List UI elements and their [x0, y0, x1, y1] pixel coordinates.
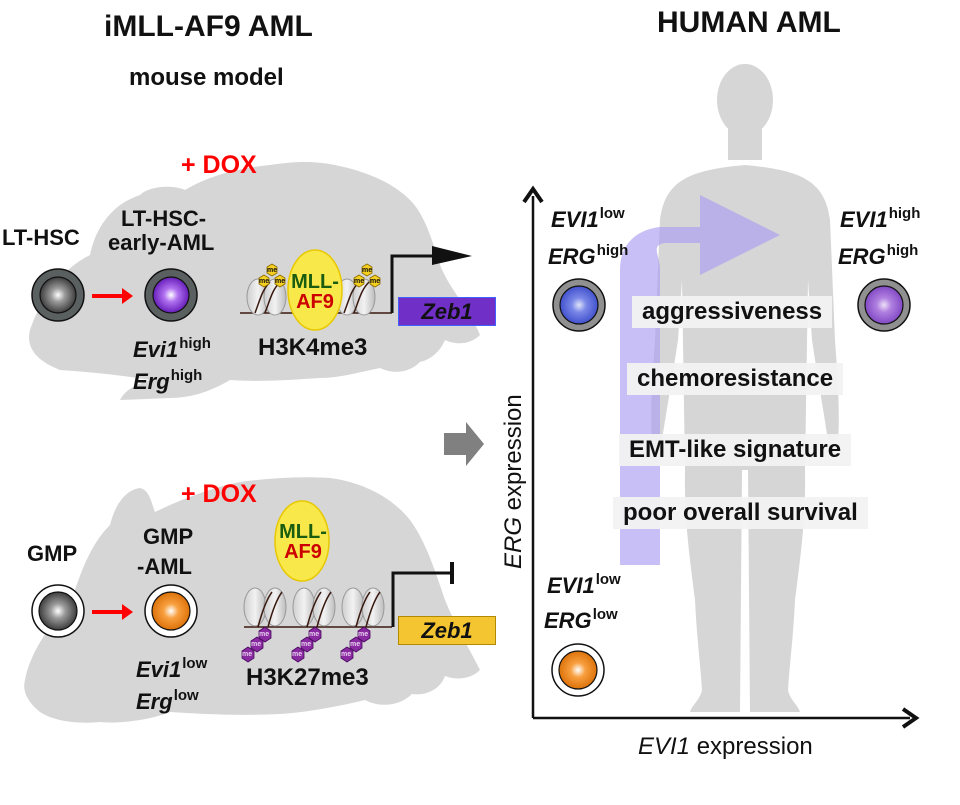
methyl-label: me — [350, 641, 361, 648]
methyl-label: me — [259, 631, 270, 638]
differentiation-arrowhead-top — [122, 288, 133, 304]
x-axis-suffix: expression — [690, 733, 813, 760]
fusion-part1: MLL- — [279, 521, 327, 543]
origin-cell-label-top: LT-HSC — [2, 225, 80, 250]
mll-af9-oval-top — [287, 249, 343, 331]
quadrant-label-evi1low-erglow-evi1: EVI1low — [547, 572, 621, 597]
histone-mark-top: H3K4me3 — [258, 334, 368, 361]
quadrant-label-evi1high-erghigh-erg: ERGhigh — [838, 243, 918, 268]
cell-evi1low-erglow — [551, 643, 605, 697]
gene-name: ERG — [544, 608, 592, 633]
gene-name: Evi1 — [133, 337, 179, 362]
methyl-label: me — [292, 651, 303, 658]
erg-level-bottom: Erglow — [136, 688, 199, 713]
mll-af9-label-top: MLL- AF9 — [286, 272, 344, 312]
differentiation-arrowhead-bottom — [122, 604, 133, 620]
leukemia-cell-label-top-line2: early-AML — [108, 230, 215, 255]
gene-name: ERG — [548, 244, 596, 269]
gene-name: EVI1 — [840, 207, 888, 232]
quadrant-label-evi1low-erghigh-erg: ERGhigh — [548, 243, 628, 268]
quadrant-label-evi1low-erglow-erg: ERGlow — [544, 607, 618, 632]
expression-level: low — [599, 205, 625, 222]
x-axis-gene: EVI1 — [638, 733, 691, 760]
fusion-part2: AF9 — [284, 541, 322, 563]
mll-af9-label-bottom: MLL- AF9 — [274, 522, 332, 562]
trait-chemoresistance: chemoresistance — [627, 363, 844, 396]
methyl-label: me — [251, 641, 262, 648]
methyl-label: me — [370, 278, 381, 285]
expression-level: high — [596, 242, 629, 259]
y-axis-arrowhead — [522, 185, 544, 204]
expression-level: low — [173, 687, 199, 704]
expression-level: high — [888, 205, 921, 222]
gene-name: EVI1 — [551, 207, 599, 232]
erg-level-top: Erghigh — [133, 368, 202, 393]
trait-poor-overall-survival: poor overall survival — [613, 497, 868, 530]
human-panel-title: HUMAN AML — [657, 6, 841, 39]
y-axis-gene: ERG — [500, 516, 527, 569]
evi1-level-top: Evi1high — [133, 336, 211, 361]
dox-treatment-label-top: + DOX — [181, 151, 257, 179]
methyl-label: me — [358, 631, 369, 638]
methyl-label: me — [275, 278, 286, 285]
methyl-label: me — [242, 651, 253, 658]
cell-lt-hsc — [31, 268, 85, 322]
progression-arrow — [620, 195, 780, 565]
y-axis-label: ERG expression — [500, 394, 527, 569]
methyl-label: me — [267, 267, 278, 274]
gene-name: Erg — [133, 369, 170, 394]
methyl-label: me — [354, 278, 365, 285]
mll-af9-oval-bottom — [274, 500, 330, 582]
y-axis-suffix: expression — [500, 394, 527, 517]
promoter-arrowhead — [432, 246, 472, 265]
expression-level: low — [592, 606, 618, 623]
gene-name: Evi1 — [136, 657, 182, 682]
gene-name: EVI1 — [547, 573, 595, 598]
expression-level: high — [886, 242, 919, 259]
methyl-label: me — [301, 641, 312, 648]
evi1-level-bottom: Evi1low — [136, 656, 207, 681]
expression-level: low — [182, 655, 208, 672]
leukemia-cell-label-bottom-line2: -AML — [137, 554, 192, 579]
expression-level: high — [179, 335, 211, 352]
methyl-label: me — [341, 651, 352, 658]
mouse-panel-title: iMLL-AF9 AML — [104, 10, 313, 43]
methyl-marks-h3k4me3 — [258, 263, 381, 288]
cell-evi1low-erghigh — [552, 278, 606, 332]
leukemia-cell-label-top-line1: LT-HSC- — [121, 206, 207, 231]
fusion-part1: MLL- — [291, 271, 339, 293]
transition-arrow — [444, 422, 484, 466]
zeb1-gene-active: Zeb1 — [398, 297, 496, 326]
quadrant-label-evi1low-erghigh-evi1: EVI1low — [551, 206, 625, 231]
fusion-part2: AF9 — [296, 291, 334, 313]
origin-cell-label-bottom: GMP — [27, 541, 78, 566]
cell-lt-hsc-early-aml — [144, 268, 198, 322]
dox-treatment-label-bottom: + DOX — [181, 480, 257, 508]
cell-evi1high-erghigh — [857, 278, 911, 332]
cell-gmp-aml — [144, 584, 198, 638]
trait-aggressiveness: aggressiveness — [632, 296, 833, 329]
methyl-label: me — [259, 278, 270, 285]
trait-emt-like-signature: EMT-like signature — [619, 434, 852, 467]
methyl-label: me — [309, 631, 320, 638]
gene-name: Erg — [136, 689, 173, 714]
quadrant-label-evi1high-erghigh-evi1: EVI1high — [840, 206, 920, 231]
expression-level: high — [170, 367, 203, 384]
mouse-panel-subtitle: mouse model — [129, 64, 284, 91]
zeb1-gene-repressed: Zeb1 — [398, 616, 496, 645]
promoter-active-arrow — [390, 254, 438, 313]
promoter-repressed-arrow — [391, 571, 452, 627]
cell-gmp — [31, 584, 85, 638]
gene-name: ERG — [838, 244, 886, 269]
x-axis-arrowhead — [901, 707, 920, 729]
methyl-marks-h3k27me3 — [241, 626, 371, 663]
leukemia-cell-label-bottom-line1: GMP — [143, 524, 194, 549]
histone-mark-bottom: H3K27me3 — [246, 664, 369, 691]
expression-level: low — [595, 571, 621, 588]
chromatin-repressed — [243, 587, 392, 628]
x-axis-label: EVI1 expression — [638, 735, 813, 759]
methyl-label: me — [362, 267, 373, 274]
